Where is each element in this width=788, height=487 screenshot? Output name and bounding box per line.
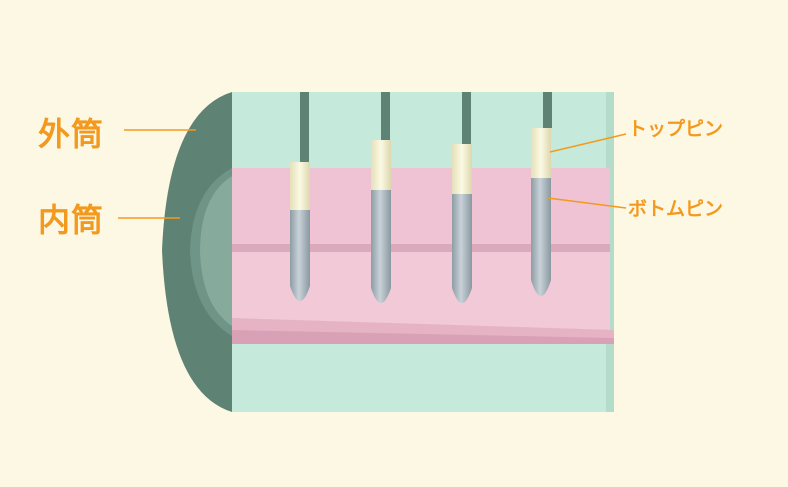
bottom-pin: [452, 194, 472, 303]
pin-stack-3: [452, 144, 472, 303]
top-pin-label: トップピン: [628, 118, 724, 140]
leader-top-pin: [549, 133, 627, 153]
pin-stack-4: [531, 128, 551, 296]
bottom-pin: [531, 178, 551, 296]
leader-bottom-pin: [547, 197, 627, 209]
pin-slot: [300, 92, 309, 162]
bottom-pin: [371, 190, 391, 303]
inner-cylinder-upper: [232, 168, 610, 246]
pin-slot: [543, 92, 552, 128]
top-pin: [371, 140, 391, 190]
outer-cylinder-label: 外筒: [38, 115, 105, 153]
bottom-pin-label: ボトムピン: [628, 198, 724, 220]
bottom-pin: [290, 210, 310, 301]
top-pin: [531, 128, 551, 178]
inner-cylinder-label: 内筒: [38, 201, 105, 239]
inner-cylinder-lower: [232, 252, 610, 330]
pin-slot: [381, 92, 390, 140]
top-pin: [452, 144, 472, 194]
pin-stack-2: [371, 140, 391, 303]
pin-stack-1: [290, 162, 310, 301]
pin-slot: [462, 92, 471, 144]
top-pin: [290, 162, 310, 210]
